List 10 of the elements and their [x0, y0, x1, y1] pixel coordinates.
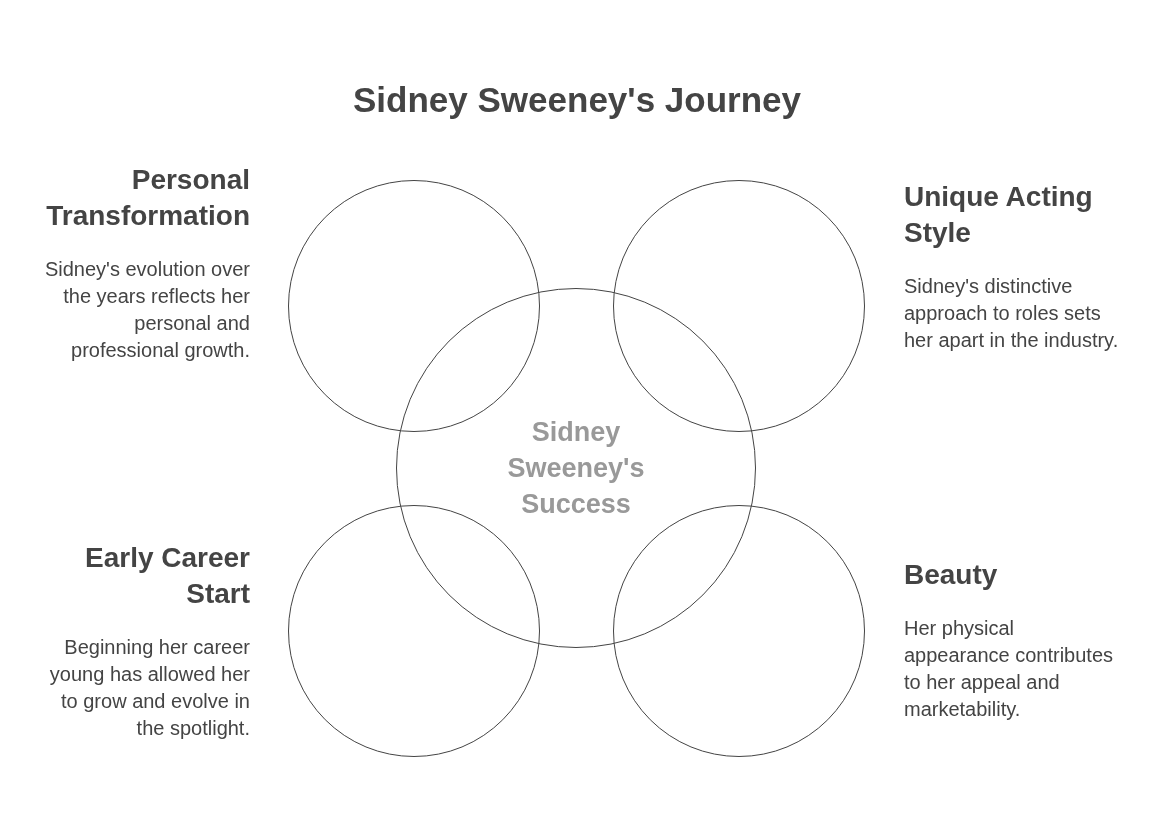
- center-label: Sidney Sweeney's Success: [506, 416, 646, 521]
- heading: Early Career Start: [84, 541, 250, 611]
- description-text: Sidney's evolution over the years reflects her personal and professional growth.: [43, 257, 250, 363]
- heading: Beauty: [904, 558, 998, 592]
- diagram-title: Sidney Sweeney's Journey: [352, 79, 802, 121]
- description-text: Her physical appearance contributes to her appeal and marketability.: [904, 616, 1115, 722]
- heading: Unique Acting Style: [904, 180, 1094, 250]
- description-text: Sidney's distinctive approach to roles sets her apart in the industry.: [904, 274, 1119, 353]
- heading: Personal Transformation: [45, 163, 250, 233]
- description-text: Beginning her career young has allowed her to grow and evolve in the spotlight.: [48, 635, 250, 741]
